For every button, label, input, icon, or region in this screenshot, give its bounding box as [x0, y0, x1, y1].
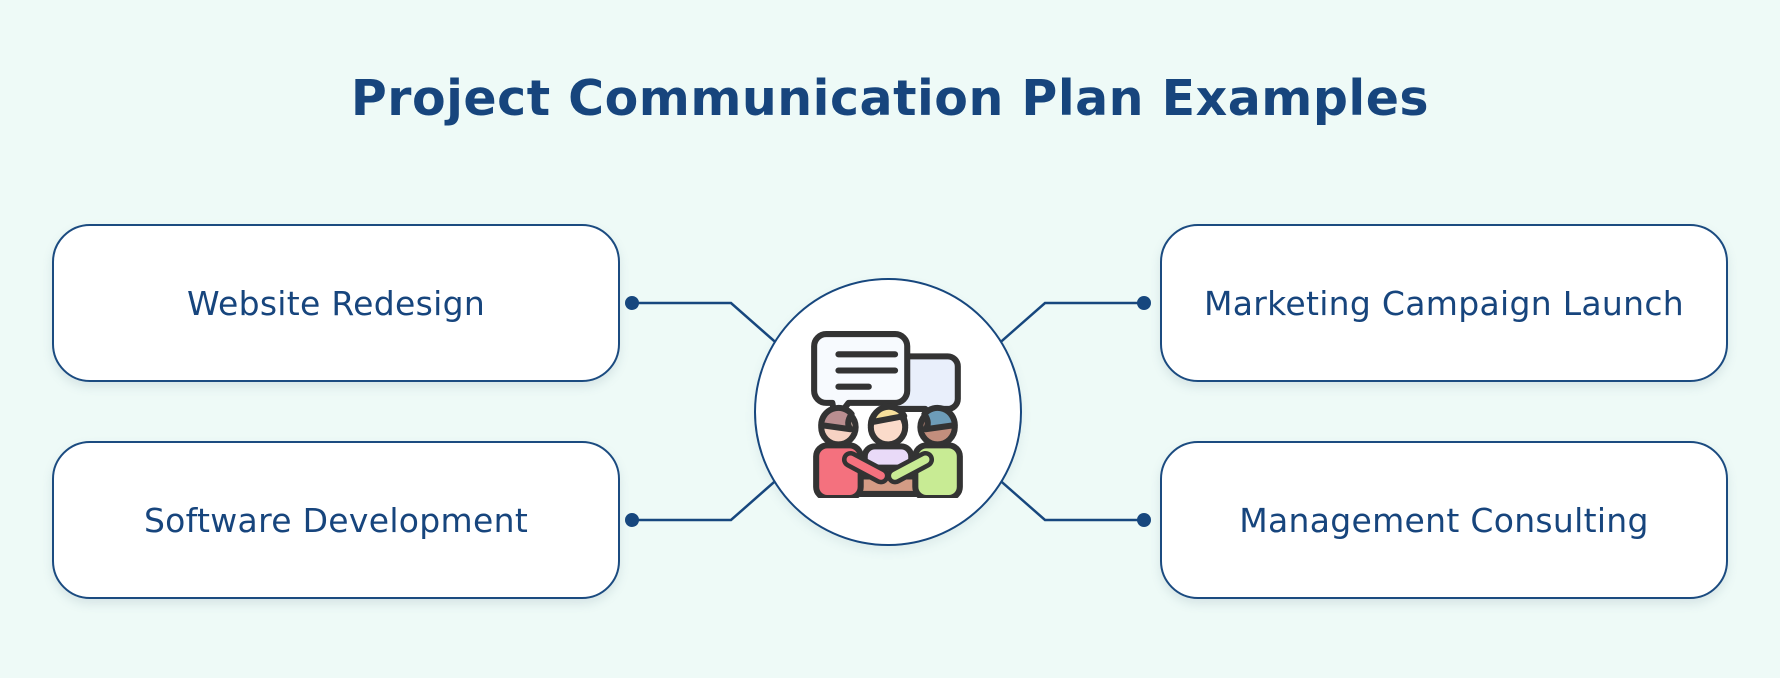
connector-dot-top-left: [625, 296, 639, 310]
node-website-redesign: Website Redesign: [52, 224, 620, 382]
node-label: Marketing Campaign Launch: [1203, 283, 1685, 323]
person-left-hair: [818, 404, 855, 433]
node-label: Software Development: [143, 500, 529, 540]
node-marketing-campaign-launch: Marketing Campaign Launch: [1160, 224, 1728, 382]
meeting-discussion-icon: [811, 331, 963, 498]
person-right-hair: [921, 404, 958, 433]
central-hub-circle: [754, 278, 1022, 546]
speech-bubble-text-lines: [835, 351, 899, 390]
connector-dot-bottom-left: [625, 513, 639, 527]
node-label: Management Consulting: [1239, 500, 1649, 540]
person-right-arm-fill: [891, 455, 930, 480]
node-label: Website Redesign: [186, 283, 486, 323]
page-title: Project Communication Plan Examples: [350, 70, 1430, 127]
node-software-development: Software Development: [52, 441, 620, 599]
connector-dot-top-right: [1137, 296, 1151, 310]
person-left-arm-fill: [846, 455, 885, 480]
node-management-consulting: Management Consulting: [1160, 441, 1728, 599]
person-middle-hair-cap: [868, 403, 908, 426]
connector-dot-bottom-right: [1137, 513, 1151, 527]
